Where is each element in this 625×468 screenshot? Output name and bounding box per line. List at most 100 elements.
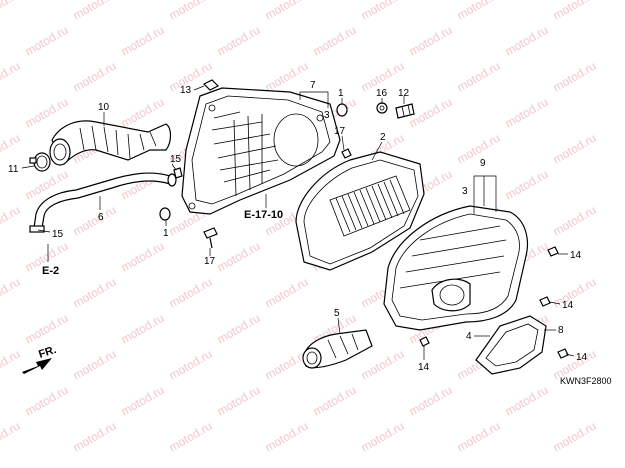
watermark-text: motod.ru xyxy=(551,275,599,311)
callout-5: 5 xyxy=(334,308,340,319)
screw-part xyxy=(341,148,352,159)
callout-14-d: 14 xyxy=(576,352,588,363)
watermark-text: motod.ru xyxy=(359,0,407,23)
watermark-text: motod.ru xyxy=(119,23,167,59)
watermark-text: motod.ru xyxy=(263,0,311,23)
callout-12: 12 xyxy=(398,88,410,99)
watermark-text: motod.ru xyxy=(551,419,599,455)
watermark-text: motod.ru xyxy=(359,347,407,383)
callout-labels: 10 11 6 15 E-2 15 1 13 7 3 1 17 16 12 2 … xyxy=(8,80,612,386)
watermark-text: motod.ru xyxy=(167,419,215,455)
hose-clamp-part xyxy=(29,152,51,172)
watermark-text: motod.ru xyxy=(263,347,311,383)
air-cleaner-cover-part xyxy=(383,205,529,331)
callout-14-b: 14 xyxy=(562,300,574,311)
bolt-part xyxy=(203,227,218,249)
watermark-text: motod.ru xyxy=(551,0,599,23)
watermark-text: motod.ru xyxy=(71,0,119,23)
callout-1-upper: 1 xyxy=(338,88,344,99)
diagram-code: KWN3F2800 xyxy=(560,376,612,386)
watermark-text: motod.ru xyxy=(215,383,263,419)
callout-2: 2 xyxy=(380,132,386,143)
callout-17-upper: 17 xyxy=(334,126,346,137)
watermark-text: motod.ru xyxy=(71,59,119,95)
watermark-text: motod.ru xyxy=(311,383,359,419)
watermark-text: motod.ru xyxy=(0,203,23,239)
screw-part xyxy=(539,296,551,307)
watermark-text: motod.ru xyxy=(215,239,263,275)
watermark-text: motod.ru xyxy=(71,419,119,455)
callout-6: 6 xyxy=(98,212,104,223)
air-cleaner-case-part xyxy=(181,87,341,215)
air-filter-element-part xyxy=(295,151,425,271)
side-cover-part xyxy=(475,315,547,375)
watermark-text: motod.ru xyxy=(263,59,311,95)
callout-3-center: 3 xyxy=(324,110,330,121)
screw-part xyxy=(419,336,430,347)
watermark-text: motod.ru xyxy=(0,0,23,23)
watermark-text: motod.ru xyxy=(263,275,311,311)
screw-part xyxy=(547,246,559,257)
callout-3-right: 3 xyxy=(462,186,468,197)
watermark-text: motod.ru xyxy=(407,23,455,59)
watermark-text: motod.ru xyxy=(0,131,23,167)
watermark-text: motod.ru xyxy=(167,347,215,383)
watermark-text: motod.ru xyxy=(71,275,119,311)
callout-16: 16 xyxy=(376,88,388,99)
watermark-text: motod.ru xyxy=(0,59,23,95)
watermark-text: motod.ru xyxy=(167,275,215,311)
callout-10: 10 xyxy=(98,102,110,113)
watermark-text: motod.ru xyxy=(551,131,599,167)
watermark-text: motod.ru xyxy=(0,419,23,455)
watermark-text: motod.ru xyxy=(23,311,71,347)
drain-hose-part xyxy=(29,172,177,233)
watermark-text: motod.ru xyxy=(503,167,551,203)
leader-lines xyxy=(21,85,575,360)
grommet-part xyxy=(336,103,348,117)
connecting-tube-part xyxy=(302,329,373,369)
front-direction-arrow xyxy=(22,358,52,374)
watermark-text: motod.ru xyxy=(551,59,599,95)
callout-4: 4 xyxy=(466,331,472,342)
watermark-text: motod.ru xyxy=(359,419,407,455)
watermark-text: motod.ru xyxy=(71,203,119,239)
watermark-text: motod.ru xyxy=(23,95,71,131)
callout-13: 13 xyxy=(180,85,192,96)
watermark-text: motod.ru xyxy=(407,383,455,419)
callout-8: 8 xyxy=(558,325,564,336)
watermark-text: motod.ru xyxy=(503,23,551,59)
ref-e-2: E-2 xyxy=(42,265,59,277)
watermark-text: motod.ru xyxy=(503,383,551,419)
callout-9: 9 xyxy=(480,158,486,169)
watermark-text: motod.ru xyxy=(215,23,263,59)
inlet-duct-part xyxy=(49,120,172,166)
callout-14-a: 14 xyxy=(570,250,582,261)
watermark-text: motod.ru xyxy=(119,239,167,275)
washer-part xyxy=(376,102,388,114)
watermark-text: motod.ru xyxy=(263,419,311,455)
watermark-text: motod.ru xyxy=(311,23,359,59)
callout-1-lower: 1 xyxy=(163,228,169,239)
callout-14-c: 14 xyxy=(418,362,430,373)
watermark-text: motod.ru xyxy=(0,275,23,311)
watermark-text: motod.ru xyxy=(215,311,263,347)
bolt-part xyxy=(202,79,220,91)
callout-11: 11 xyxy=(8,164,19,175)
ref-e-17-10: E-17-10 xyxy=(244,209,283,221)
watermark-text: motod.ru xyxy=(23,23,71,59)
watermark-text: motod.ru xyxy=(119,383,167,419)
front-label: FR. xyxy=(37,344,58,361)
watermark-text: motod.ru xyxy=(23,383,71,419)
watermark-text: motod.ru xyxy=(503,95,551,131)
callout-17-lower: 17 xyxy=(204,256,216,267)
callout-7: 7 xyxy=(310,80,316,91)
watermark-text: motod.ru xyxy=(71,347,119,383)
watermark-text: motod.ru xyxy=(455,131,503,167)
callout-15-right: 15 xyxy=(170,154,182,165)
watermark-text: motod.ru xyxy=(0,347,23,383)
filter-pleats xyxy=(329,175,411,237)
screw-part xyxy=(557,348,569,359)
watermark-text: motod.ru xyxy=(167,0,215,23)
